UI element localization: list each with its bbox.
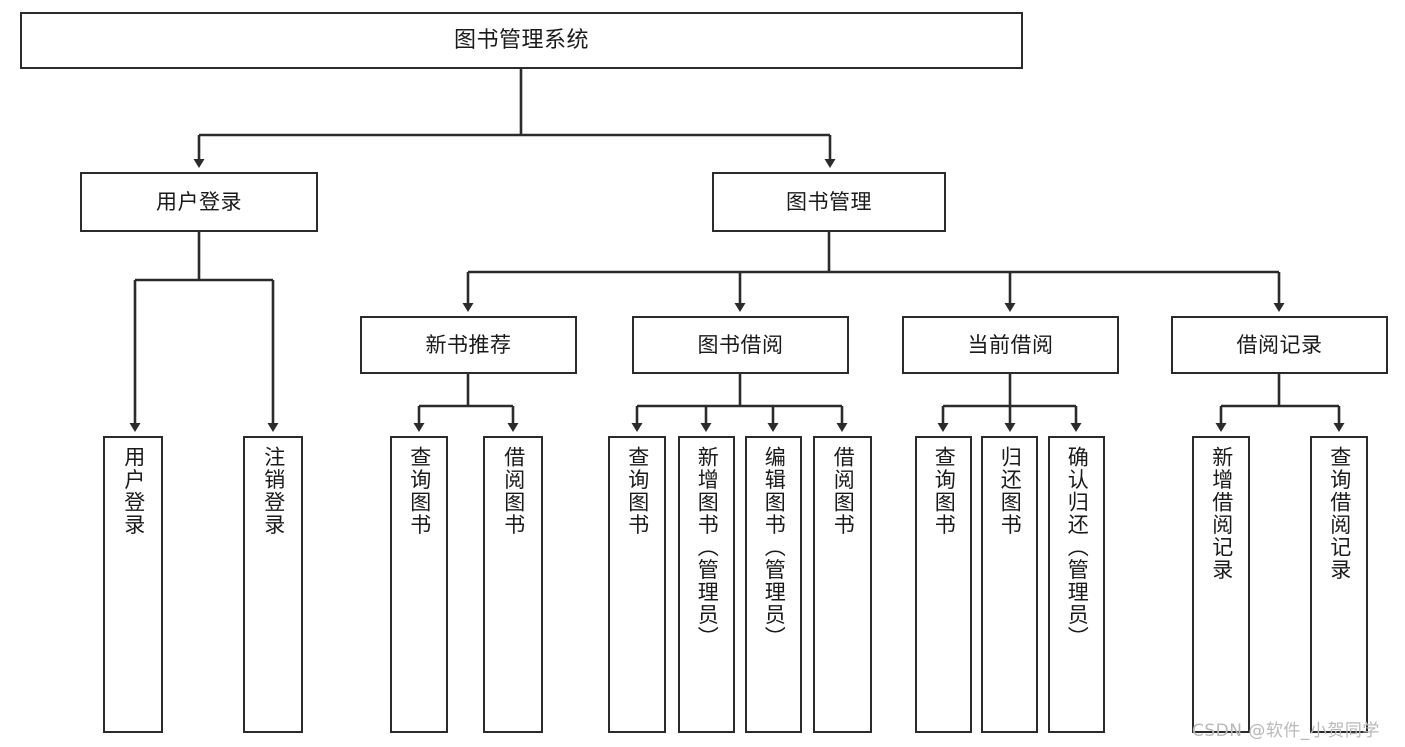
node-leaf-4-label: 查询图书	[625, 446, 650, 536]
node-level2-0-label: 新书推荐	[425, 332, 512, 357]
node-root[interactable]: 图书管理系统	[20, 12, 1023, 69]
node-leaf-2[interactable]: 查询图书	[390, 436, 448, 733]
node-leaf-11[interactable]: 新增借阅记录	[1192, 436, 1250, 733]
node-leaf-10-label: 确认归还（管理员）	[1065, 446, 1090, 649]
node-leaf-0-label: 用户登录	[121, 446, 146, 536]
node-leaf-9[interactable]: 归还图书	[981, 436, 1038, 733]
node-leaf-1[interactable]: 注销登录	[243, 436, 303, 733]
node-level1-0-label: 用户登录	[156, 189, 242, 214]
node-leaf-5-label: 新增图书（管理员）	[695, 446, 720, 649]
node-level2-2[interactable]: 当前借阅	[902, 316, 1119, 374]
node-leaf-4[interactable]: 查询图书	[608, 436, 666, 733]
watermark: CSDN @软件_小贺同学	[1192, 721, 1380, 741]
node-level2-3[interactable]: 借阅记录	[1171, 316, 1388, 374]
node-leaf-3-label: 借阅图书	[501, 446, 526, 536]
node-leaf-11-label: 新增借阅记录	[1209, 446, 1234, 581]
node-leaf-0[interactable]: 用户登录	[103, 436, 163, 733]
node-leaf-8[interactable]: 查询图书	[915, 436, 972, 733]
node-leaf-9-label: 归还图书	[998, 446, 1023, 536]
node-leaf-7-label: 借阅图书	[831, 446, 856, 536]
node-leaf-6[interactable]: 编辑图书（管理员）	[745, 436, 802, 733]
node-leaf-1-label: 注销登录	[261, 446, 286, 536]
node-root-label: 图书管理系统	[453, 27, 589, 53]
node-leaf-6-label: 编辑图书（管理员）	[762, 446, 787, 649]
node-level1-1-label: 图书管理	[786, 189, 872, 214]
node-level2-0[interactable]: 新书推荐	[360, 316, 577, 374]
node-level1-1[interactable]: 图书管理	[712, 172, 946, 232]
node-leaf-12-label: 查询借阅记录	[1327, 446, 1352, 581]
node-leaf-8-label: 查询图书	[932, 446, 957, 536]
node-level2-1-label: 图书借阅	[697, 332, 784, 357]
node-level2-3-label: 借阅记录	[1236, 332, 1323, 357]
node-leaf-3[interactable]: 借阅图书	[483, 436, 543, 733]
node-leaf-5[interactable]: 新增图书（管理员）	[678, 436, 735, 733]
node-level2-2-label: 当前借阅	[967, 332, 1054, 357]
node-leaf-10[interactable]: 确认归还（管理员）	[1048, 436, 1105, 733]
node-leaf-12[interactable]: 查询借阅记录	[1310, 436, 1368, 733]
node-leaf-2-label: 查询图书	[407, 446, 432, 536]
node-level2-1[interactable]: 图书借阅	[632, 316, 849, 374]
node-leaf-7[interactable]: 借阅图书	[813, 436, 872, 733]
node-level1-0[interactable]: 用户登录	[80, 172, 318, 232]
